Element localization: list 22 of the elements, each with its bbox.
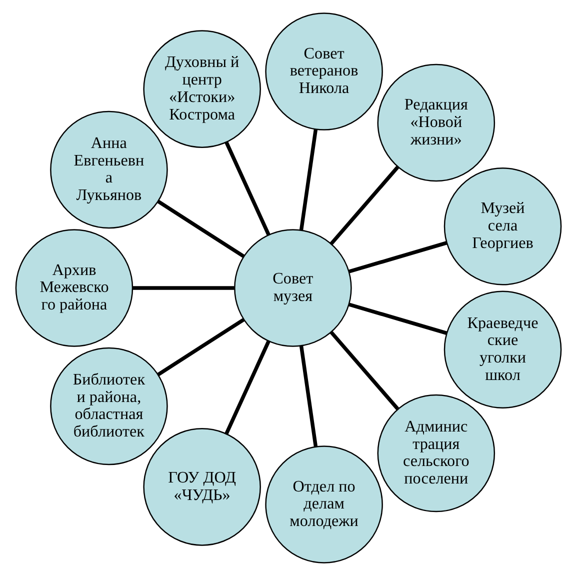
node-circle: Совет ветеранов Никола [264, 12, 382, 130]
node-circle: Музей села Георгиев [443, 168, 562, 286]
connector [348, 241, 447, 274]
node-circle: Библиотек и района, областная библиотек [50, 347, 168, 466]
connector [329, 166, 399, 245]
connector [156, 318, 244, 376]
node-circle: Духовны й центр «Истоки» Кострома [142, 30, 260, 148]
connector [329, 331, 399, 410]
node-circle: Редакция «Новой жизни» [376, 64, 495, 182]
node-circle: Совет музея [234, 229, 352, 347]
connector [298, 129, 318, 230]
node-circle: Анна Евгеньевн а Лукьянов [50, 110, 168, 229]
connector [132, 286, 234, 290]
node-circle: Отдел по делам молодежи [264, 446, 382, 564]
connector [156, 200, 244, 258]
connector [224, 141, 270, 236]
connector [348, 302, 447, 335]
node-circle: Краеведче ские уголки школ [443, 290, 562, 408]
node-circle: Админис трация сельского поселени [376, 394, 495, 512]
connector [224, 340, 270, 435]
node-circle: Архив Межевско го района [14, 229, 133, 347]
connector [298, 346, 318, 447]
